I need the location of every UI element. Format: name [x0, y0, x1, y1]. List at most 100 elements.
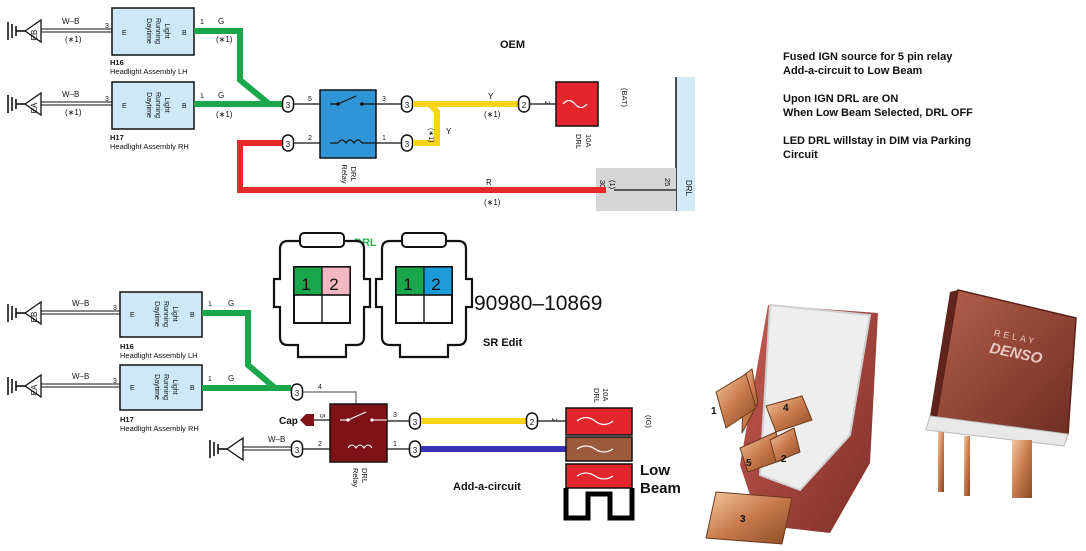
relay-pin-label: 3	[382, 96, 386, 103]
wire-wb-label: W–B	[72, 372, 89, 381]
photo-pin-label: 2	[781, 454, 787, 465]
connector-label: 3	[413, 418, 418, 427]
note-line: When Low Beam Selected, DRL OFF	[783, 107, 973, 119]
wire-r-label: R	[486, 178, 492, 187]
h17-desc: Headlight Assembly RH	[110, 142, 189, 151]
h16-label: H16	[110, 58, 124, 67]
relay-pin-label: 5	[308, 96, 312, 103]
pin-label: 3	[113, 378, 117, 385]
connector-label: 2	[530, 418, 535, 427]
wire-star-label: (∗1)	[65, 108, 82, 117]
part-number: 90980–10869	[474, 292, 602, 315]
pin-label: 1	[208, 301, 212, 308]
fuse-ig	[565, 407, 633, 436]
h17-label: H17	[110, 133, 124, 142]
wire-wb-lh	[41, 28, 112, 33]
pin-label: 1	[208, 376, 212, 383]
photo-pin-label: 5	[746, 458, 752, 469]
wire-y-label: Y	[446, 127, 452, 136]
wire-wb-label: W–B	[62, 17, 79, 26]
fuse-pin-label: 2	[550, 418, 557, 422]
pin-e-label: E	[130, 385, 135, 392]
h17-label: H17	[120, 415, 134, 424]
relay-pin-label: 3	[393, 412, 397, 419]
relay-photo-pins: 1 4 5 2 3	[705, 303, 878, 545]
relay-pin-label: 1	[382, 135, 386, 142]
drl-box-lh: E B Daytime Running Light	[111, 7, 195, 56]
wire-wb-label: W–B	[72, 299, 89, 308]
junction-pin-label: 25	[663, 178, 672, 186]
pin-label: 1	[200, 19, 204, 26]
low-beam-label: Low	[640, 462, 670, 479]
fuse-bat	[555, 81, 599, 127]
h16-label: H16	[120, 342, 134, 351]
pin-label: 3	[105, 96, 109, 103]
pin-b-label: B	[182, 103, 187, 110]
fuse-tap-legs	[563, 488, 635, 521]
connector-label: 3	[295, 446, 300, 455]
wire-star-label: (∗1)	[216, 35, 233, 44]
fuse-low-beam	[565, 463, 633, 489]
photo-pin-label: 4	[783, 403, 789, 414]
relay-photo-denso: RELAY DENSO	[925, 289, 1077, 498]
relay-pin-label: 4	[318, 384, 322, 391]
drl-text: Running	[154, 18, 161, 44]
pin-label: 1	[200, 93, 204, 100]
wire-wb-rh	[41, 101, 112, 106]
wire-green-lh	[202, 310, 277, 391]
pin-b-label: B	[190, 312, 195, 319]
drl-text: Light	[171, 306, 178, 321]
pin-e-label: E	[122, 30, 127, 37]
wire-star-label: (∗1)	[216, 110, 233, 119]
connector-label: 3	[413, 446, 418, 455]
fuse-bat-label: (BAT)	[620, 88, 629, 108]
ground-ea-label: EA	[30, 384, 39, 395]
wire-yellow-branch	[413, 102, 440, 146]
wire-g-label: G	[218, 17, 224, 26]
fuse-amp-label: 10A	[601, 388, 610, 401]
drl-text: Running	[162, 374, 169, 400]
ground-eb-label: EB	[30, 312, 39, 323]
socket-pin-label: 1	[301, 275, 310, 294]
drl-box-lh: E B Daytime Running Light	[119, 291, 203, 338]
drl-text: Daytime	[153, 374, 160, 400]
note-line: Add-a-circuit to Low Beam	[783, 65, 923, 77]
relay-pin-label: 1	[393, 441, 397, 448]
connector-label: 3	[405, 140, 410, 149]
fuse-drl-label: DRL	[574, 134, 583, 149]
sr-edit-title: SR Edit	[483, 337, 522, 349]
note-line: LED DRL willstay in DIM via Parking	[783, 135, 972, 147]
junction-drl-label: DRL	[684, 180, 693, 197]
connector-label: 3	[295, 389, 300, 398]
wire-star-label: (∗1)	[484, 198, 501, 207]
photo-pin-label: 1	[711, 406, 717, 417]
note-line: Fused IGN source for 5 pin relay	[783, 51, 953, 63]
relay-label: DRL	[349, 166, 358, 181]
wire-g-label: G	[218, 91, 224, 100]
relay-label: DRL	[360, 468, 369, 483]
fuse-amp-label: 10A	[584, 134, 593, 147]
ground-ea-label: EA	[30, 102, 39, 113]
pin-label: 3	[113, 305, 117, 312]
drl-box-rh: E B Daytime Running Light	[111, 81, 195, 130]
socket-pin-label: 1	[403, 275, 412, 294]
relay-pin-label: 5	[318, 414, 325, 418]
junction-pin-label: (1)	[608, 180, 617, 190]
connector-label: 2	[522, 101, 527, 110]
drl-text: Daytime	[145, 92, 152, 118]
relay-pin-label: 2	[318, 441, 322, 448]
cap-icon	[300, 414, 314, 426]
socket-part-icon	[374, 232, 474, 359]
wire-g-label: G	[228, 299, 234, 308]
wire-green-lh	[194, 28, 270, 106]
socket-pin-label: 2	[431, 275, 440, 294]
note-line: Upon IGN DRL are ON	[783, 93, 899, 105]
connector-label: 3	[286, 140, 291, 149]
wire-star-label: (∗1)	[427, 128, 434, 142]
relay-label: Relay	[351, 468, 360, 487]
fuse-pin-label: 2	[543, 101, 550, 105]
socket-drl-icon	[272, 232, 372, 359]
drl-text: Light	[163, 23, 170, 38]
drl-text: Running	[162, 301, 169, 327]
